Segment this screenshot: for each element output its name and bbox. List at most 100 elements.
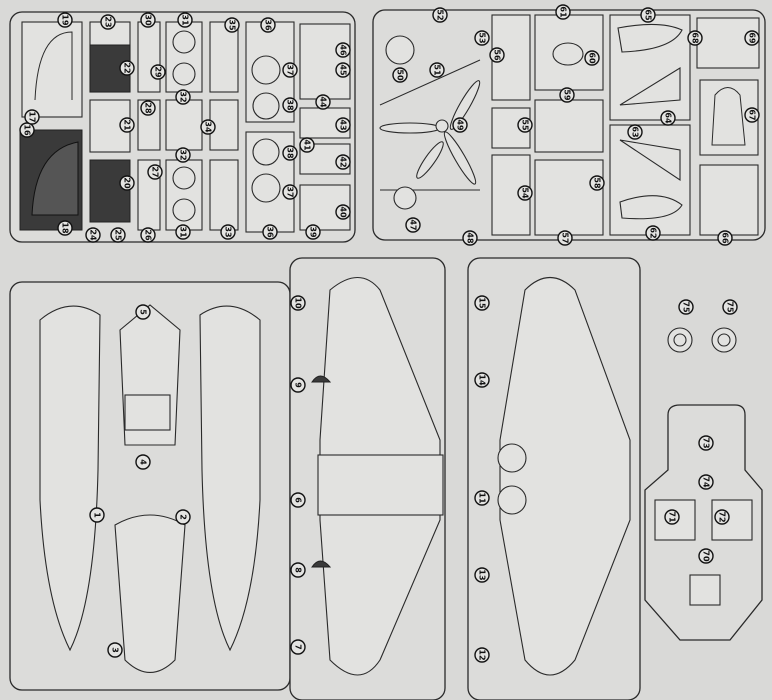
part-number-16: 16 <box>19 122 35 138</box>
part-number-34: 34 <box>200 119 216 135</box>
part-number-circle <box>262 224 278 240</box>
part-number-63: 63 <box>627 124 643 140</box>
part-number-circle <box>405 217 421 233</box>
wing-center <box>317 454 444 516</box>
part-number-text: 40 <box>339 206 348 218</box>
part-number-text: 4 <box>139 459 148 465</box>
part-number-57: 57 <box>557 230 573 246</box>
part-number-text: 13 <box>478 569 487 580</box>
canopy-outline <box>711 87 746 146</box>
part-number-text: 17 <box>28 111 37 122</box>
part-number-28: 28 <box>140 100 156 116</box>
wheel-ring-inner <box>673 333 687 347</box>
part-number-60: 60 <box>584 50 600 66</box>
part-number-circle <box>559 87 575 103</box>
part-number-circle <box>57 220 73 236</box>
wheel-ring-inner <box>717 333 731 347</box>
part-number-circle <box>717 230 733 246</box>
part-number-text: 49 <box>456 119 465 131</box>
part-number-text: 62 <box>649 227 658 238</box>
part-number-circle <box>290 562 306 578</box>
part-number-circle <box>282 145 298 161</box>
part-number-circle <box>175 147 191 163</box>
part-number-2: 2 <box>175 509 191 525</box>
part-number-circle <box>462 230 478 246</box>
part-number-37: 37 <box>282 184 298 200</box>
canopy-part <box>699 164 759 236</box>
part-number-70: 70 <box>698 548 714 564</box>
part-number-38: 38 <box>282 97 298 113</box>
part-number-circle <box>19 122 35 138</box>
part-number-circle <box>147 164 163 180</box>
part-number-3: 3 <box>107 642 123 658</box>
sprue-top-right <box>372 9 766 241</box>
part-number-text: 2 <box>179 514 188 520</box>
part-number-text: 73 <box>702 437 711 448</box>
part-number-circle <box>119 117 135 133</box>
part-number-circle <box>315 94 331 110</box>
part-number-text: 65 <box>644 9 653 21</box>
part-number-circle <box>678 299 694 315</box>
part-number-10: 10 <box>290 295 306 311</box>
part-number-text: 44 <box>319 96 328 108</box>
blank-part <box>534 99 604 153</box>
sprue-upper-wing <box>467 257 641 700</box>
part-number-text: 69 <box>748 32 757 44</box>
part-number-71: 71 <box>664 509 680 525</box>
wheel-disc <box>172 62 196 86</box>
part-number-67: 67 <box>744 107 760 123</box>
gear-leg-part <box>209 21 239 93</box>
part-number-23: 23 <box>100 14 116 30</box>
part-number-text: 18 <box>61 222 70 234</box>
part-number-32: 32 <box>175 89 191 105</box>
part-number-5: 5 <box>135 304 151 320</box>
part-number-47: 47 <box>405 217 421 233</box>
part-number-circle <box>140 12 156 28</box>
part-number-69: 69 <box>744 30 760 46</box>
part-number-circle <box>140 227 156 243</box>
part-number-54: 54 <box>517 185 533 201</box>
part-number-circle <box>175 509 191 525</box>
part-number-circle <box>517 185 533 201</box>
part-number-59: 59 <box>559 87 575 103</box>
part-number-text: 52 <box>436 9 445 20</box>
tire-disc <box>251 55 281 85</box>
part-number-58: 58 <box>589 175 605 191</box>
part-number-circle <box>119 60 135 76</box>
part-number-circle <box>135 304 151 320</box>
headrest-shape <box>552 42 584 66</box>
part-number-text: 47 <box>409 219 418 230</box>
part-number-circle <box>282 184 298 200</box>
part-number-45: 45 <box>335 62 351 78</box>
part-number-text: 34 <box>204 121 213 133</box>
part-number-text: 12 <box>478 649 487 660</box>
sprue-fuselage <box>9 281 291 691</box>
part-number-text: 68 <box>691 32 700 44</box>
part-number-circle <box>452 117 468 133</box>
part-number-text: 8 <box>294 567 303 573</box>
part-number-circle <box>432 7 448 23</box>
sprue-top-left <box>9 11 356 243</box>
part-number-49: 49 <box>452 117 468 133</box>
part-number-text: 42 <box>339 156 348 167</box>
part-number-circle <box>220 224 236 240</box>
part-number-text: 16 <box>23 124 32 136</box>
part-number-circle <box>290 377 306 393</box>
part-number-text: 31 <box>179 226 188 238</box>
part-number-circle <box>474 647 490 663</box>
part-number-text: 31 <box>181 14 190 26</box>
tire-disc <box>252 138 280 166</box>
part-number-circle <box>175 89 191 105</box>
part-number-18: 18 <box>57 220 73 236</box>
part-number-43: 43 <box>335 117 351 133</box>
part-number-circle <box>698 435 714 451</box>
part-number-circle <box>335 62 351 78</box>
part-number-61: 61 <box>555 4 571 20</box>
part-number-text: 56 <box>493 49 502 61</box>
wheel-well <box>311 560 332 568</box>
part-number-text: 9 <box>294 382 303 388</box>
part-number-text: 15 <box>478 297 487 309</box>
part-number-32: 32 <box>175 147 191 163</box>
part-number-11: 11 <box>474 490 490 506</box>
